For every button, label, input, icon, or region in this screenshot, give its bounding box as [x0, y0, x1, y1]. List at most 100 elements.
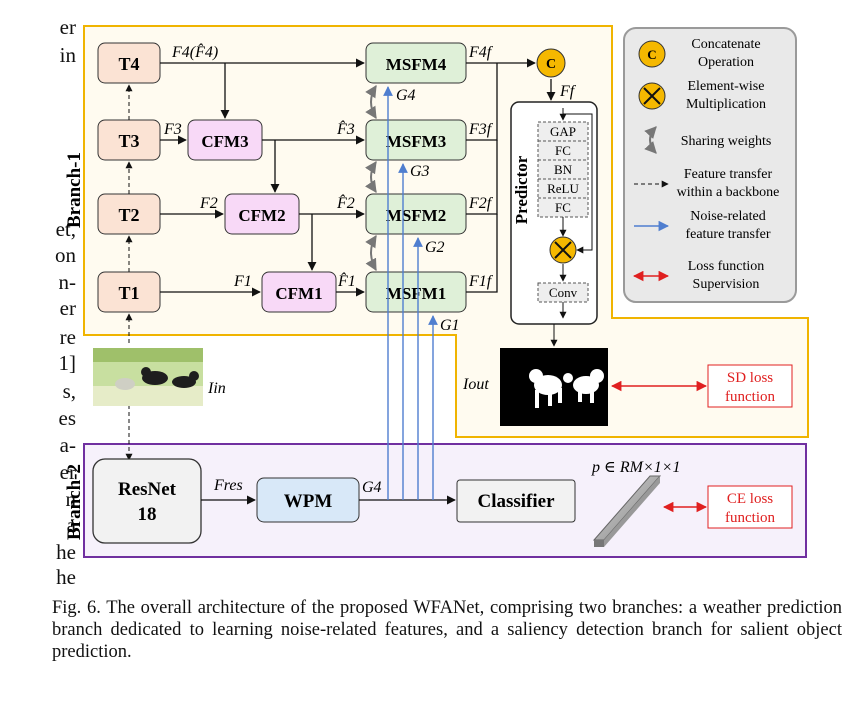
predictor-block: Predictor GAP FC BN ReLU FC Conv — [510, 101, 598, 347]
sharing-weights-icon — [644, 126, 657, 154]
svg-text:T3: T3 — [118, 131, 139, 151]
svg-text:CE loss: CE loss — [727, 491, 773, 507]
multiply-op — [549, 236, 577, 264]
label-f2f: F2f — [468, 195, 494, 212]
svg-text:18: 18 — [138, 504, 157, 525]
svg-text:Supervision: Supervision — [693, 277, 760, 292]
concat-icon — [638, 40, 666, 68]
margin-word: a — [66, 513, 76, 537]
label-g4-bottom: G4 — [362, 479, 382, 496]
legend-panel: C Concatenate Operation Element-wise Mul… — [623, 27, 797, 303]
legend-blue: Noise-related feature transfer — [634, 209, 771, 242]
svg-text:Multiplication: Multiplication — [686, 97, 766, 112]
svg-text:CFM1: CFM1 — [275, 284, 322, 303]
predictor-label: Predictor — [512, 155, 531, 224]
margin-word: n- — [58, 270, 77, 294]
svg-text:Feature transfer: Feature transfer — [684, 167, 773, 182]
classifier-block: Classifier — [456, 479, 576, 523]
margin-word: er — [59, 460, 76, 484]
svg-text:Sharing weights: Sharing weights — [681, 134, 772, 149]
legend-loss: Loss function Supervision — [632, 259, 765, 292]
svg-text:WPM: WPM — [284, 491, 333, 512]
t1-block: T1 — [97, 271, 161, 313]
multiply-icon — [638, 82, 666, 110]
msfm4-block: MSFM4 — [365, 42, 467, 84]
svg-text:Loss function: Loss function — [688, 259, 765, 274]
noise-feature-arrows — [383, 86, 438, 500]
label-g4-top: G4 — [396, 87, 416, 104]
svg-text:C: C — [546, 57, 556, 72]
output-saliency-map — [500, 348, 608, 426]
left-column-fragment: er in et, on n- er re 1] s, es a- er n a… — [0, 0, 80, 706]
label-iin: Iin — [207, 380, 226, 397]
label-fhat3: F̂3 — [336, 119, 355, 138]
layer-conv: Conv — [549, 285, 578, 300]
label-fres: Fres — [213, 477, 243, 494]
msfm1-block: MSFM1 — [365, 271, 467, 313]
svg-text:T4: T4 — [118, 54, 139, 74]
margin-word: a- — [59, 433, 76, 457]
cfm1-block: CFM1 — [261, 271, 337, 313]
layer-fc1: FC — [555, 143, 571, 158]
classifier-output-vector — [592, 475, 662, 547]
svg-text:Classifier: Classifier — [477, 491, 555, 512]
legend-multiply: Element-wise Multiplication — [638, 79, 766, 112]
sharing-weights-arrows — [365, 84, 377, 272]
margin-word: s, — [62, 379, 76, 403]
msfm3-block: MSFM3 — [365, 119, 467, 161]
label-fhat1: F̂1 — [337, 271, 356, 290]
svg-text:Noise-related: Noise-related — [690, 209, 765, 224]
svg-text:CFM3: CFM3 — [201, 132, 248, 151]
svg-text:C: C — [647, 47, 656, 62]
t4-block: T4 — [97, 42, 161, 84]
svg-text:MSFM3: MSFM3 — [386, 132, 446, 151]
margin-word: 1] — [58, 351, 77, 375]
concat-op: C — [536, 48, 566, 78]
svg-text:T2: T2 — [118, 205, 139, 225]
svg-text:within a backbone: within a backbone — [677, 185, 780, 200]
margin-word: er — [59, 15, 76, 39]
svg-text:feature transfer: feature transfer — [685, 227, 770, 242]
legend-sharing: Sharing weights — [644, 126, 772, 154]
label-f1: F1 — [233, 273, 252, 290]
label-f4: F4(F̂4) — [171, 42, 218, 61]
resnet18-block: ResNet 18 — [92, 458, 202, 544]
svg-text:function: function — [725, 510, 775, 526]
svg-text:ResNet: ResNet — [118, 479, 177, 500]
margin-word: he — [56, 540, 76, 564]
svg-text:T1: T1 — [118, 283, 139, 303]
label-p: p ∈ RM×1×1 — [591, 459, 681, 476]
svg-text:SD loss: SD loss — [727, 370, 773, 386]
svg-text:CFM2: CFM2 — [238, 206, 285, 225]
t2-block: T2 — [97, 193, 161, 235]
svg-text:MSFM2: MSFM2 — [386, 206, 446, 225]
figure-caption: Fig. 6. The overall architecture of the … — [52, 598, 842, 662]
label-f1f: F1f — [468, 273, 494, 290]
feature-labels: F4(F̂4) F3 F2 F1 F̂3 F̂2 F̂1 F4f F3f F2f… — [163, 42, 681, 496]
label-iout: Iout — [462, 376, 489, 393]
svg-text:Operation: Operation — [698, 55, 754, 70]
layer-relu: ReLU — [547, 181, 579, 196]
svg-text:Element-wise: Element-wise — [688, 79, 765, 94]
margin-word: et, — [55, 217, 76, 241]
t3-block: T3 — [97, 119, 161, 161]
layer-fc2: FC — [555, 200, 571, 215]
label-fhat2: F̂2 — [336, 193, 355, 212]
label-f4f: F4f — [468, 44, 494, 61]
label-f3f: F3f — [468, 121, 494, 138]
margin-word: on — [55, 243, 76, 267]
branch1-label: Branch-1 — [64, 152, 85, 228]
cfm2-block: CFM2 — [224, 193, 300, 235]
layer-bn: BN — [554, 162, 573, 177]
label-g1: G1 — [440, 317, 460, 334]
margin-word: n — [65, 487, 77, 511]
predictor-layers: GAP FC BN ReLU FC — [537, 121, 589, 218]
branch2-label: Branch-2 — [64, 464, 85, 540]
msfm2-block: MSFM2 — [365, 193, 467, 235]
label-f3: F3 — [163, 121, 182, 138]
margin-word: re — [59, 325, 76, 349]
feature-flow-arrows — [160, 58, 556, 297]
label-g2: G2 — [425, 239, 445, 256]
architecture-diagram: Branch-1 Branch-2 T4 T3 T2 T1 CFM3 CFM2 … — [64, 25, 809, 558]
svg-text:MSFM1: MSFM1 — [386, 284, 446, 303]
